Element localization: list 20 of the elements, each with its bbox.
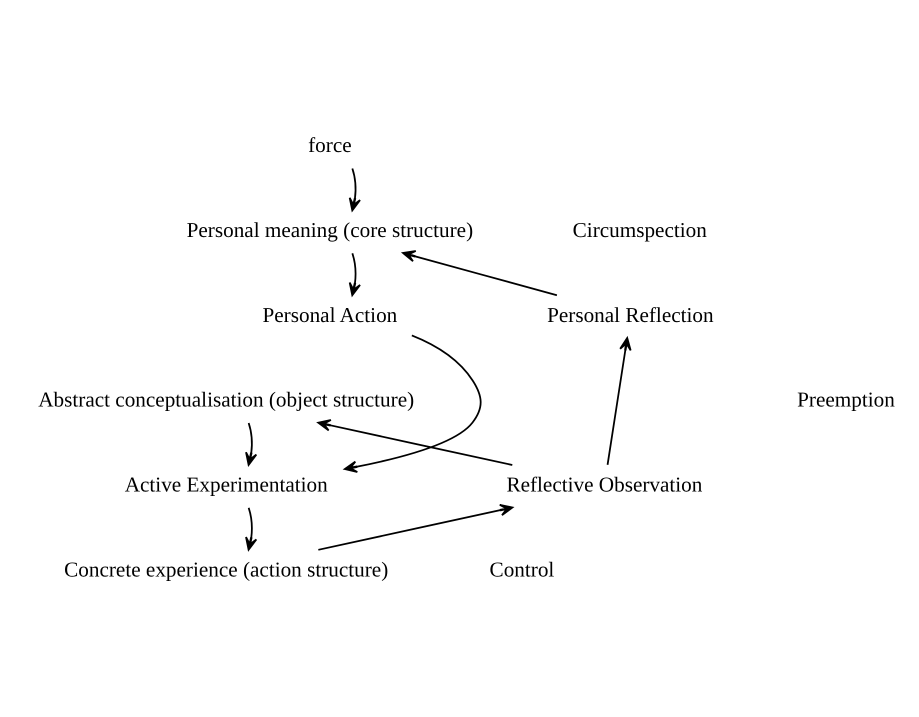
arrow (317, 418, 512, 466)
arrow (245, 422, 258, 466)
label: Preemption (797, 387, 895, 412)
node-text: Personal Reflection (547, 302, 714, 326)
node-text: Personal meaning (core structure) (186, 217, 474, 242)
arrow (245, 507, 258, 550)
node-text: Personal Action (262, 302, 398, 326)
node-text: Concrete experience (action structure) (64, 556, 388, 581)
node-text: Active Experimentation (124, 472, 328, 496)
arrow (318, 503, 514, 550)
label: Control (490, 556, 554, 581)
arrow (348, 168, 361, 211)
node-text: force (308, 132, 352, 157)
arrow (344, 334, 482, 472)
arrow (606, 336, 632, 464)
node-text: Reflective Observation (506, 472, 702, 496)
node-text: Abstract conceptualisation (object structure) (38, 387, 414, 412)
arrow (348, 252, 361, 296)
label: Circumspection (572, 217, 707, 242)
arrow (402, 250, 558, 296)
